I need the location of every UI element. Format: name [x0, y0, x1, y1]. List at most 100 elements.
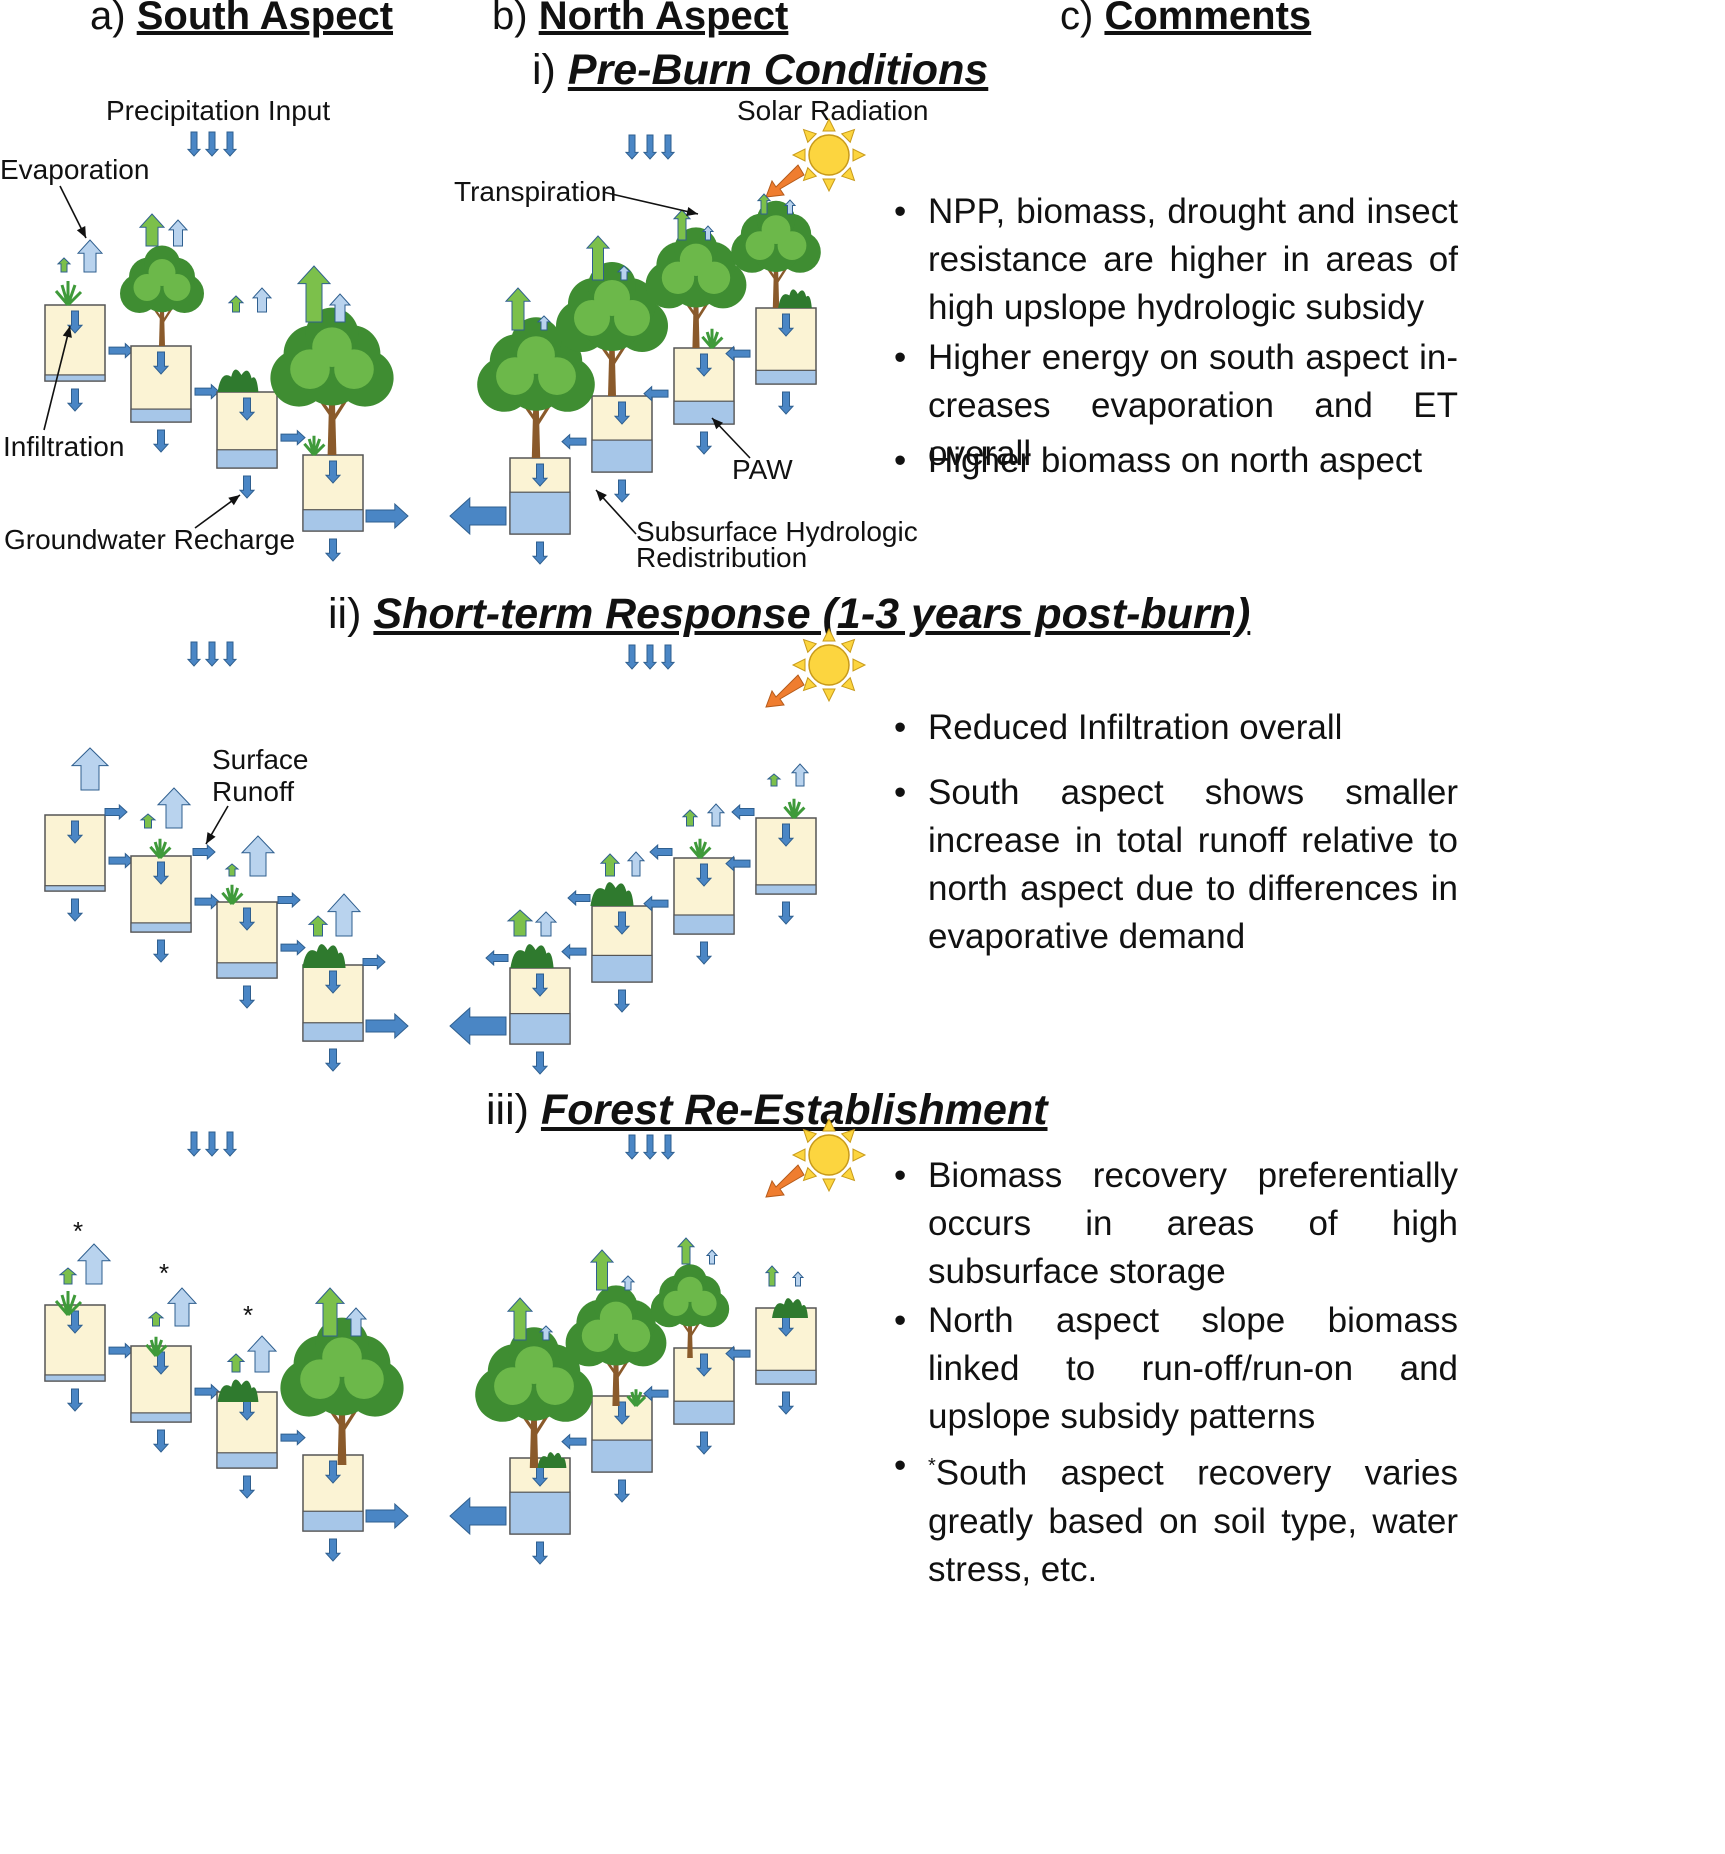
pre-north-grass-3 — [701, 328, 724, 350]
sec2-sun-ray — [791, 1148, 806, 1162]
sec1-sun-ray — [822, 627, 836, 642]
column-header-south: a) South Aspect — [90, 0, 394, 38]
pre-south-grass-4 — [303, 435, 326, 457]
section-header-re-establishment: iii) Forest Re-Establishment — [486, 1086, 1048, 1134]
surface-runoff-north-1 — [485, 949, 509, 967]
sec1-north-soil-box-1-infiltration-arrow — [531, 973, 549, 997]
sec0-south-lateral-arrow-3 — [280, 429, 306, 446]
label-solar-radiation: Solar Radiation — [737, 95, 929, 126]
sec1-north-soil-box-4-water — [755, 884, 817, 895]
sec1-north-soil-box-3-recharge-arrow — [695, 941, 713, 965]
sec2-south-soil-box-1-recharge-arrow — [66, 1388, 84, 1412]
sec2-north-soil-box-3-water — [673, 1400, 735, 1425]
reest-north-tree-1-foliage-light — [515, 1346, 553, 1384]
sec0-south-outflow-arrow — [365, 502, 409, 530]
pre-north-box-3-evaporation-arrow — [701, 225, 715, 241]
sec1-south-soil-box-4-water — [302, 1022, 364, 1042]
short-north-box-4-transpiration-arrow — [766, 773, 782, 787]
pre-north-box-1-evaporation-arrow — [536, 315, 552, 331]
reest-north-tree-1-trunk — [529, 1410, 539, 1468]
sec0-sun-ray — [822, 117, 836, 132]
sec1-south-soil-box-2-recharge-arrow — [152, 939, 170, 963]
sec1-north-soil-box-2-water — [591, 954, 653, 983]
sec1-north-soil-box-4-infiltration-arrow — [777, 823, 795, 847]
surface-runoff-north-4 — [731, 803, 755, 821]
sec0-south-soil-box-2-water — [130, 408, 192, 423]
sec1-north-precip-arrow — [624, 644, 640, 670]
short-south-grass-2 — [149, 838, 172, 860]
sec1-north-soil-box-2-infiltration-arrow — [613, 911, 631, 935]
pre-north-shrub-4 — [778, 289, 812, 308]
pointer-evaporation-head — [76, 226, 86, 238]
reest-north-shrub-1 — [537, 1452, 567, 1468]
short-south-box-2-evaporation-arrow — [156, 787, 192, 829]
reest-north-box-1-evaporation-arrow — [538, 1325, 554, 1341]
sec2-sun-ray — [852, 1148, 867, 1162]
reest-north-box-4-evaporation-arrow — [791, 1271, 805, 1287]
sec1-south-soil-box-3-water — [216, 962, 278, 979]
sec0-south-lateral-arrow-1 — [108, 342, 134, 359]
sec2-north-precip-arrow — [624, 1134, 640, 1160]
section-header-pre-burn: i) Pre-Burn Conditions — [532, 46, 989, 94]
short-south-shrub-4 — [302, 944, 346, 968]
short-south-box-4-transpiration-arrow — [307, 915, 329, 937]
asterisk-marker-3: * — [243, 1300, 254, 1330]
sec0-sun-ray — [791, 148, 806, 162]
pre-north-tree-2-foliage-light — [594, 280, 630, 316]
sec2-sun — [808, 1134, 850, 1176]
pre-north-tree-4-foliage-light — [761, 215, 791, 245]
sec0-sun-ray — [840, 128, 856, 144]
short-north-box-2-transpiration-arrow — [599, 853, 621, 877]
sec1-south-soil-box-4-infiltration-arrow — [324, 970, 342, 994]
sec1-north-lateral-arrow-4 — [725, 855, 751, 872]
comment-re-establishment-1: •Biomass recovery preferentially occurs … — [894, 1156, 1458, 1291]
sec0-south-soil-box-1-infiltration-arrow — [66, 310, 84, 334]
short-north-box-1-evaporation-arrow — [534, 911, 558, 937]
pre-south-box-1-transpiration-arrow — [56, 257, 72, 273]
sec0-north-lateral-arrow-3 — [643, 385, 669, 402]
sec0-north-lateral-arrow-2 — [561, 433, 587, 450]
reest-south-box-4-transpiration-arrow — [314, 1287, 346, 1337]
asterisk-marker-2: * — [159, 1258, 170, 1288]
sec0-north-soil-box-2-water — [591, 439, 653, 473]
sec2-south-lateral-arrow-1 — [108, 1342, 134, 1359]
pointer-paw-head — [712, 418, 724, 430]
surface-runoff-south-4 — [362, 953, 386, 971]
sec0-north-outflow-arrow — [449, 496, 507, 536]
sec2-north-soil-box-4-recharge-arrow — [777, 1391, 795, 1415]
sec0-south-soil-box-4-recharge-arrow — [324, 538, 342, 562]
surface-runoff-south-1 — [104, 803, 128, 821]
sec2-south-soil-box-2-recharge-arrow — [152, 1429, 170, 1453]
reest-south-box-3-transpiration-arrow — [226, 1353, 246, 1373]
sec2-north-lateral-arrow-2 — [561, 1433, 587, 1450]
sec1-north-soil-box-3-infiltration-arrow — [695, 863, 713, 887]
short-south-box-2-transpiration-arrow — [139, 813, 157, 829]
reest-south-box-2-transpiration-arrow — [147, 1311, 165, 1327]
label-runoff: Runoff — [212, 776, 294, 807]
reest-north-box-3-evaporation-arrow — [705, 1249, 719, 1265]
sec2-north-soil-box-2-recharge-arrow — [613, 1479, 631, 1503]
column-header-comments: c) Comments — [1060, 0, 1312, 38]
sec0-sun-ray — [802, 128, 818, 144]
pre-north-tree-3-foliage-light — [679, 243, 713, 276]
pre-south-tree-4-foliage-light — [312, 327, 352, 368]
sec1-south-outflow-arrow — [365, 1012, 409, 1040]
sec2-south-outflow-arrow — [365, 1502, 409, 1530]
pre-south-box-4-transpiration-arrow — [296, 265, 332, 323]
short-south-grass-3 — [221, 884, 244, 906]
sec1-south-lateral-arrow-1 — [108, 852, 134, 869]
sec0-north-precip-arrow — [660, 134, 676, 160]
section-header-short-term: ii) Short-term Response (1-3 years post-… — [328, 590, 1251, 638]
sec0-north-precip-arrow — [624, 134, 640, 160]
sec1-south-soil-box-2-infiltration-arrow — [152, 861, 170, 885]
reest-south-box-4-evaporation-arrow — [344, 1307, 368, 1337]
pre-south-tree-2-foliage-light — [148, 259, 176, 286]
sec1-sun-ray — [802, 638, 818, 654]
label-surface: Surface — [212, 744, 309, 775]
sec1-north-lateral-arrow-3 — [643, 895, 669, 912]
sec2-south-lateral-arrow-3 — [280, 1429, 306, 1446]
pre-north-tree-1-foliage-light — [517, 336, 555, 374]
short-south-box-4-evaporation-arrow — [326, 893, 362, 937]
sec0-sun-ray — [840, 166, 856, 182]
pointer-groundwater-recharge-head — [228, 495, 240, 506]
